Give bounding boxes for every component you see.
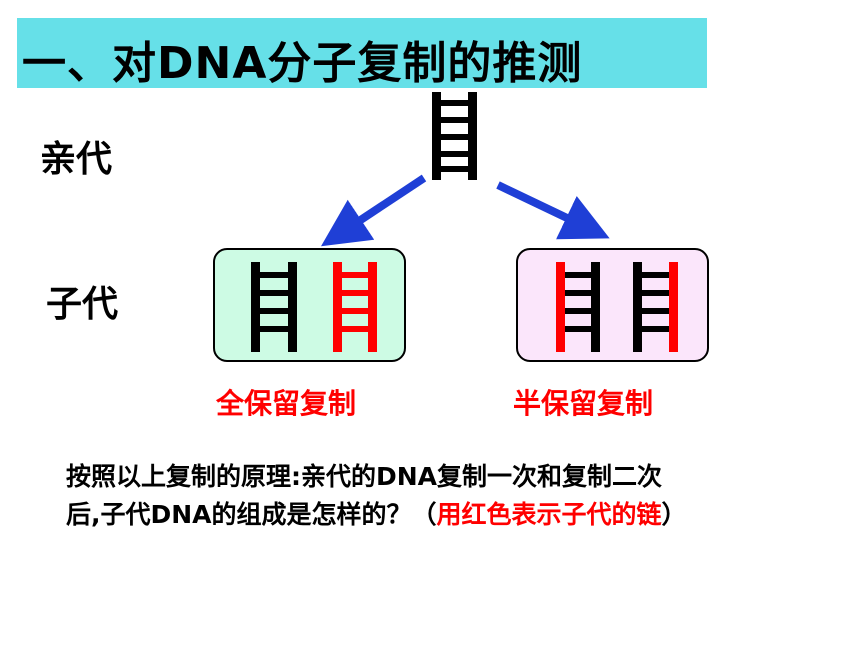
parent-generation-label: 亲代 xyxy=(40,139,113,180)
arrow-to-semi-conservative xyxy=(496,181,610,240)
semi-daughter-2 xyxy=(633,262,678,352)
question-line-2-text: 后,子代DNA的组成是怎样的？（ xyxy=(66,500,437,529)
question-text: 按照以上复制的原理:亲代的DNA复制一次和复制二次 后,子代DNA的组成是怎样的… xyxy=(66,458,856,534)
arrow-to-conservative xyxy=(320,174,427,247)
conservative-daughter-old xyxy=(251,262,297,352)
parent-rungs xyxy=(441,100,468,172)
question-line-2: 后,子代DNA的组成是怎样的？（用红色表示子代的链） xyxy=(66,496,856,534)
child-generation-label: 子代 xyxy=(46,284,119,325)
parent-right-strand xyxy=(468,92,477,180)
question-note: 用红色表示子代的链 xyxy=(436,500,662,529)
title-bar xyxy=(17,18,707,88)
semi-conservative-replication-label: 半保留复制 xyxy=(513,387,654,420)
parent-dna xyxy=(432,92,477,180)
parent-left-strand xyxy=(432,92,441,180)
conservative-daughter-new xyxy=(333,262,377,352)
question-close-paren: ） xyxy=(661,500,687,529)
conservative-replication-label: 全保留复制 xyxy=(216,387,357,420)
page-title: 一、对DNA分子复制的推测 xyxy=(22,38,583,89)
semi-daughter-1 xyxy=(556,262,600,352)
question-line-1: 按照以上复制的原理:亲代的DNA复制一次和复制二次 xyxy=(66,462,663,491)
